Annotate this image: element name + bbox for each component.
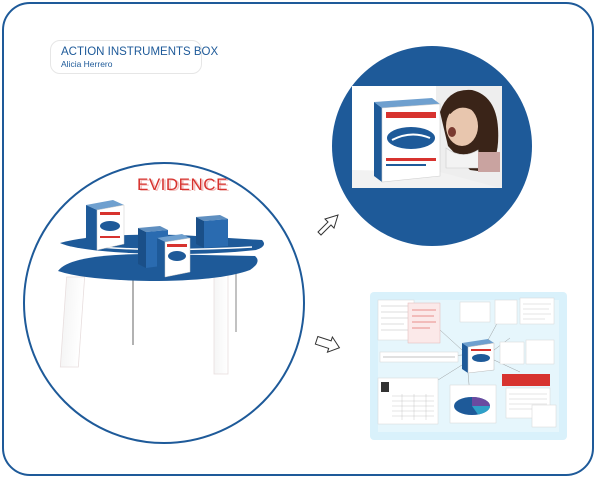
product-box <box>157 234 191 278</box>
performance-photo-circle <box>332 46 532 246</box>
evidence-table-circle <box>23 162 305 444</box>
author-name: Alicia Herrero <box>61 59 113 69</box>
product-box <box>86 200 125 251</box>
outer-frame <box>2 2 594 476</box>
outline-arrow-up-right-icon <box>317 214 339 236</box>
page-title: ACTION INSTRUMENTS BOX <box>61 46 219 58</box>
blue-box <box>196 215 228 248</box>
evidence-label: EVIDENCE <box>137 175 228 194</box>
title-box: ACTION INSTRUMENTS BOX Alicia Herrero <box>50 40 219 74</box>
outline-arrow-right-icon <box>314 335 341 354</box>
documentation-panel <box>370 292 567 440</box>
